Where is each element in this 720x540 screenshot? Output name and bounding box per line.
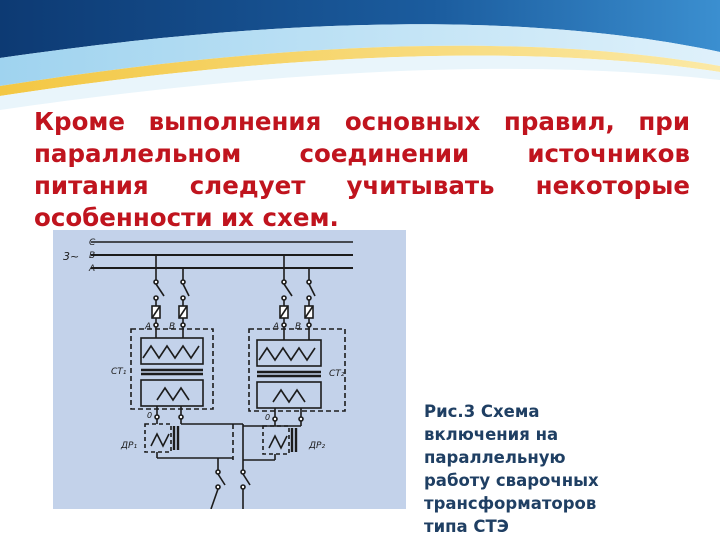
choke-2-label: ДР₂ (308, 441, 325, 451)
caption-line: работу сварочных (424, 471, 599, 490)
t2-terminal-a: A (272, 322, 279, 332)
caption-line: включения на (424, 425, 559, 444)
common-output-switch (210, 424, 251, 509)
transformer-2-out: 0 (265, 413, 270, 422)
transformer-2-feed (279, 255, 316, 328)
transformer-2-label: СТ₂ (329, 369, 345, 379)
transformer-2 (248, 328, 346, 412)
choke-1 (144, 419, 243, 459)
transformer-1-feed (151, 255, 190, 328)
t1-terminal-b: B (169, 322, 175, 332)
t1-terminal-a: A (144, 322, 151, 332)
transformer-1 (130, 328, 214, 410)
choke-1-label: ДР₁ (120, 441, 137, 451)
supply-bus (91, 241, 353, 269)
header-banner (0, 0, 720, 110)
choke-2 (243, 421, 302, 461)
t2-terminal-b: B (295, 322, 301, 332)
transformer-1-out: 0 (147, 411, 152, 420)
phase-b-label: B (89, 251, 95, 261)
slide-heading: Кроме выполнения основных правил, при па… (34, 107, 690, 232)
phase-c-label: C (89, 238, 96, 248)
transformer-1-label: СТ₁ (111, 367, 127, 377)
phase-a-label: A (88, 264, 95, 274)
figure-caption: Рис.3 Схема включения на параллельную ра… (424, 400, 704, 538)
caption-line: параллельную (424, 448, 566, 467)
transformer-1-windings (140, 327, 204, 420)
caption-line: Рис.3 Схема (424, 402, 540, 421)
transformer-2-windings (256, 327, 322, 422)
caption-line: типа СТЭ (424, 517, 509, 536)
caption-line: трансформаторов (424, 494, 597, 513)
supply-label: 3~ (63, 250, 79, 263)
circuit-diagram: C B A 3~ A B (53, 230, 406, 509)
